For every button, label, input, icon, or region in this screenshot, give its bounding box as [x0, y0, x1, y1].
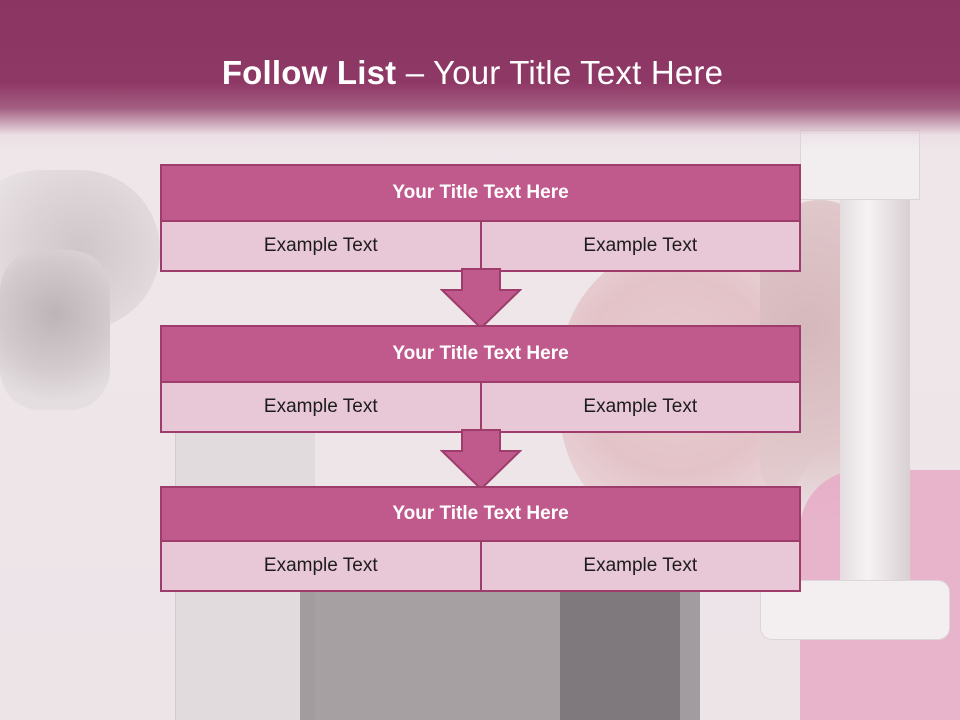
list-block-cell-right[interactable]: Example Text	[481, 222, 801, 272]
slide-title[interactable]: Follow List – Your Title Text Here	[0, 54, 945, 92]
list-block-2[interactable]: Your Title Text Here Example Text Exampl…	[160, 325, 801, 433]
list-block-cell-left[interactable]: Example Text	[160, 383, 482, 433]
list-block-title[interactable]: Your Title Text Here	[160, 164, 801, 222]
list-block-cell-right[interactable]: Example Text	[481, 383, 801, 433]
dotted-cloth-shape	[560, 590, 700, 720]
list-block-row: Example Text Example Text	[160, 383, 801, 433]
list-block-3[interactable]: Your Title Text Here Example Text Exampl…	[160, 486, 801, 592]
down-arrow-icon	[440, 429, 522, 491]
title-band	[0, 0, 960, 150]
slide-title-rest: – Your Title Text Here	[396, 54, 724, 91]
list-block-row: Example Text Example Text	[160, 222, 801, 272]
list-block-title[interactable]: Your Title Text Here	[160, 486, 801, 542]
equipment-body-shape	[0, 250, 110, 410]
slide-title-bold: Follow List	[221, 54, 397, 91]
list-block-1[interactable]: Your Title Text Here Example Text Exampl…	[160, 164, 801, 272]
down-arrow-icon	[440, 268, 522, 330]
list-block-title[interactable]: Your Title Text Here	[160, 325, 801, 383]
pole-shape	[840, 130, 910, 610]
list-block-cell-left[interactable]: Example Text	[160, 222, 482, 272]
list-block-cell-left[interactable]: Example Text	[160, 542, 482, 592]
list-block-row: Example Text Example Text	[160, 542, 801, 592]
list-block-cell-right[interactable]: Example Text	[481, 542, 801, 592]
